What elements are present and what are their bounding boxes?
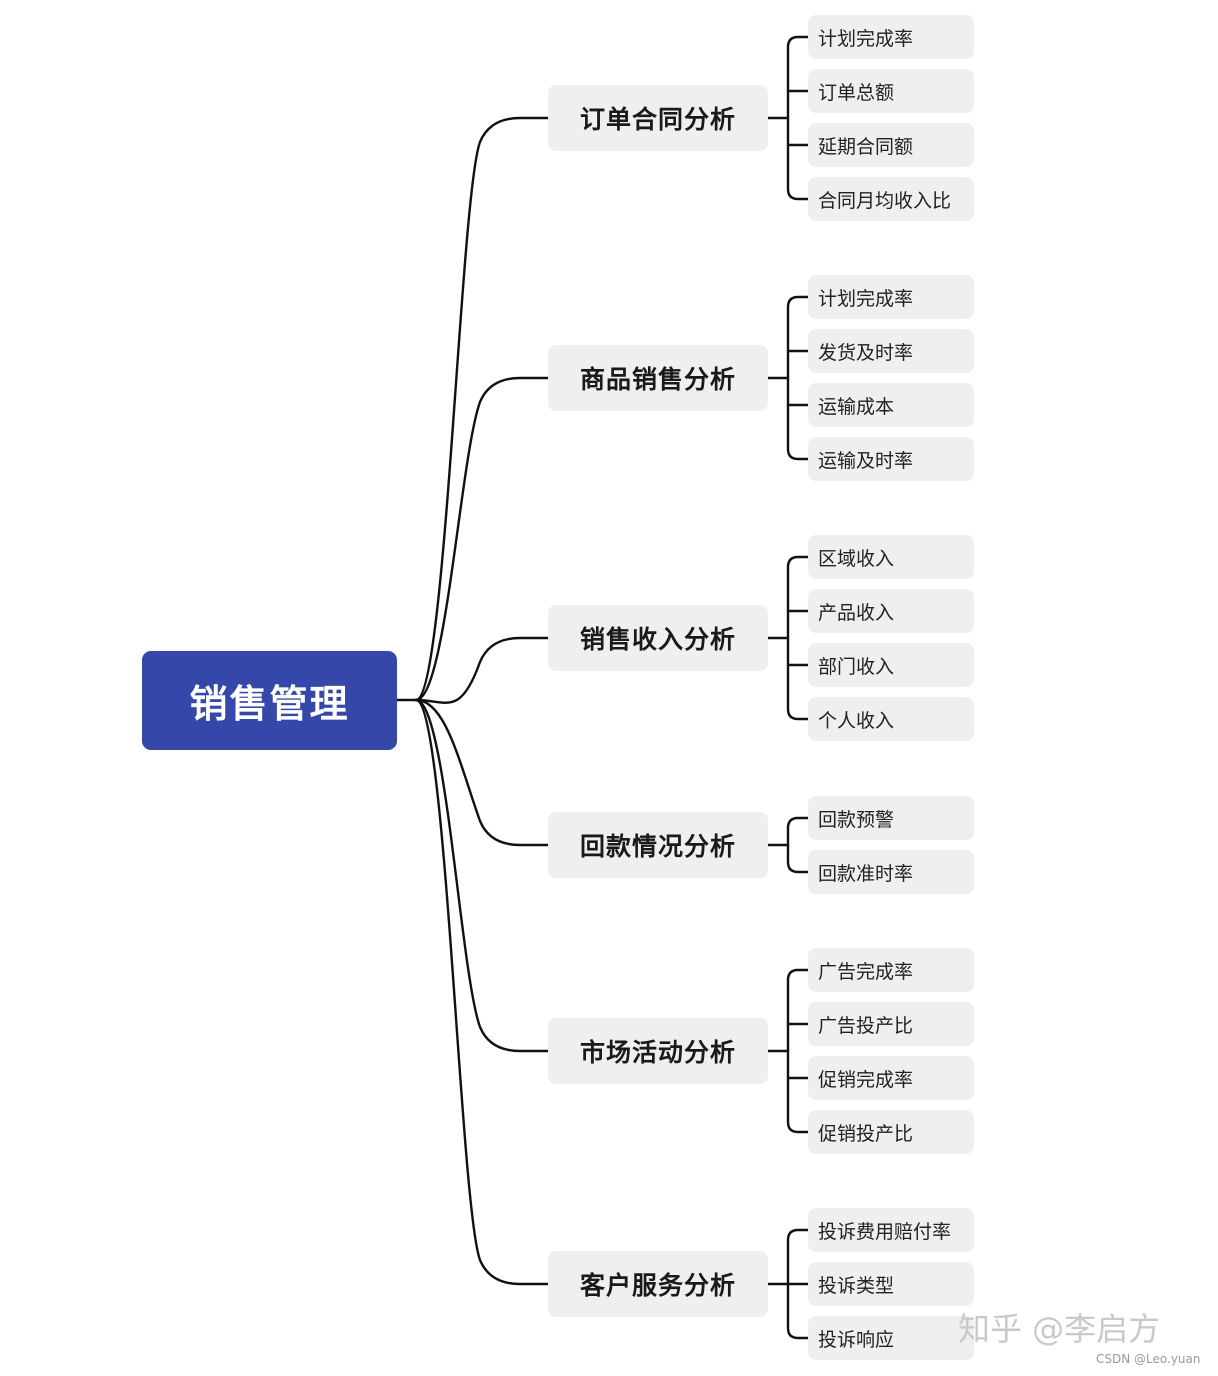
- leaf-connector: [786, 968, 810, 1053]
- branch-node: 客户服务分析: [548, 1251, 768, 1317]
- leaf-label: 延期合同额: [818, 135, 914, 158]
- leaf-node: 产品收入: [808, 589, 974, 633]
- leaf-label: 运输成本: [818, 395, 895, 418]
- leaf-node: 促销完成率: [808, 1056, 974, 1100]
- leaf-label: 广告投产比: [818, 1014, 914, 1037]
- leaf-node: 广告完成率: [808, 948, 974, 992]
- leaf-label: 计划完成率: [818, 27, 914, 50]
- watermark: 知乎 @李启方: [958, 1310, 1161, 1348]
- branch-connector: [414, 376, 550, 702]
- root-node: 销售管理: [142, 651, 397, 750]
- branch-connector: [414, 698, 550, 1053]
- leaf-node: 个人收入: [808, 697, 974, 741]
- leaf-label: 发货及时率: [818, 341, 914, 364]
- leaf-label: 投诉类型: [818, 1274, 895, 1297]
- branch-node: 销售收入分析: [548, 605, 768, 671]
- leaf-node: 促销投产比: [808, 1110, 974, 1154]
- leaf-node: 延期合同额: [808, 123, 974, 167]
- leaf-label: 广告完成率: [818, 960, 914, 983]
- leaf-label: 区域收入: [818, 547, 895, 570]
- leaf-label: 投诉费用赔付率: [818, 1220, 952, 1243]
- leaf-connector: [786, 843, 810, 874]
- leaf-node: 计划完成率: [808, 275, 974, 319]
- leaf-connector: [786, 116, 810, 201]
- leaf-node: 投诉费用赔付率: [808, 1208, 974, 1252]
- branch-label: 客户服务分析: [579, 1271, 736, 1300]
- leaf-node: 部门收入: [808, 643, 974, 687]
- leaf-connector: [786, 1282, 810, 1340]
- leaf-node: 回款预警: [808, 796, 974, 840]
- leaf-node: 投诉类型: [808, 1262, 974, 1306]
- leaf-node: 运输成本: [808, 383, 974, 427]
- leaf-node: 投诉响应: [808, 1316, 974, 1360]
- branch-label: 市场活动分析: [579, 1038, 736, 1067]
- leaf-connector: [786, 816, 810, 847]
- branch-node: 订单合同分析: [548, 85, 768, 151]
- branch-node: 市场活动分析: [548, 1018, 768, 1084]
- leaf-node: 区域收入: [808, 535, 974, 579]
- leaf-label: 回款准时率: [818, 862, 914, 885]
- leaf-label: 促销投产比: [818, 1122, 914, 1145]
- leaf-connector: [786, 35, 810, 120]
- root-label: 销售管理: [189, 682, 350, 726]
- branch-connector: [414, 116, 550, 702]
- leaf-label: 合同月均收入比: [818, 189, 952, 212]
- leaf-label: 部门收入: [818, 655, 895, 678]
- leaf-node: 运输及时率: [808, 437, 974, 481]
- leaf-connector: [786, 1049, 810, 1134]
- branch-label: 回款情况分析: [579, 832, 736, 861]
- leaf-connector: [786, 376, 810, 461]
- leaf-connector: [786, 555, 810, 640]
- branch-connector: [414, 698, 550, 847]
- leaf-label: 运输及时率: [818, 449, 914, 472]
- leaf-label: 计划完成率: [818, 287, 914, 310]
- branch-connector: [414, 698, 550, 1286]
- leaf-node: 广告投产比: [808, 1002, 974, 1046]
- leaf-label: 产品收入: [818, 601, 895, 624]
- branch-label: 订单合同分析: [579, 105, 736, 134]
- leaf-label: 促销完成率: [818, 1068, 914, 1091]
- leaf-node: 合同月均收入比: [808, 177, 974, 221]
- branch-label: 商品销售分析: [579, 365, 736, 394]
- leaf-node: 计划完成率: [808, 15, 974, 59]
- leaf-node: 回款准时率: [808, 850, 974, 894]
- branch-label: 销售收入分析: [579, 625, 736, 654]
- leaf-label: 订单总额: [818, 81, 895, 104]
- leaf-label: 个人收入: [818, 709, 895, 732]
- leaf-node: 订单总额: [808, 69, 974, 113]
- credit-text: CSDN @Leo.yuan: [1096, 1352, 1201, 1366]
- leaf-connector: [786, 295, 810, 380]
- leaf-node: 发货及时率: [808, 329, 974, 373]
- leaf-connector: [786, 636, 810, 721]
- branch-connector: [414, 636, 550, 704]
- leaf-label: 回款预警: [818, 808, 895, 831]
- branch-node: 回款情况分析: [548, 812, 768, 878]
- leaf-connector: [786, 1228, 810, 1286]
- branch-node: 商品销售分析: [548, 345, 768, 411]
- leaf-label: 投诉响应: [818, 1328, 895, 1351]
